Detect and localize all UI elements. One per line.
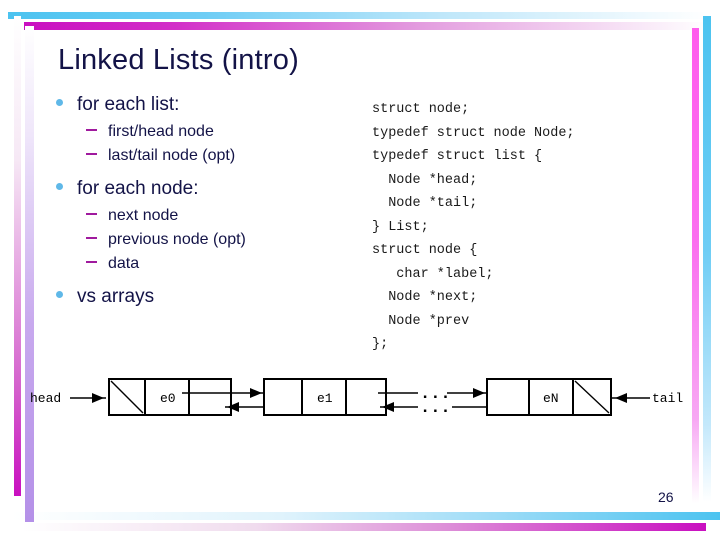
head-label: head	[30, 391, 61, 406]
node-e0-next-cell	[188, 378, 232, 416]
bullet-label: for each node:	[77, 178, 199, 199]
linked-list-diagram: head e0 e1 ... ...	[30, 378, 683, 418]
next-arrowhead-icon	[250, 388, 262, 398]
code-block: struct node; typedef struct node Node; t…	[372, 102, 575, 352]
decor-bar-right-blue	[703, 16, 711, 502]
bullet-label: next node	[108, 207, 179, 224]
bullet-item-for-each-node: for each node:	[56, 176, 356, 201]
next-arrowhead-icon	[473, 388, 485, 398]
node-eN-label: eN	[543, 391, 559, 406]
node-e0-label: e0	[160, 391, 176, 406]
bullet-item-vs-arrays: vs arrays	[56, 284, 356, 309]
bullet-dot-icon	[56, 99, 63, 106]
dash-bullet-icon	[86, 213, 97, 215]
dash-bullet-icon	[86, 129, 97, 131]
node-e0: e0	[108, 378, 232, 416]
bullet-item-first-head-node: first/head node	[56, 120, 356, 143]
node-eN-prev-cell	[486, 378, 530, 416]
ellipsis-upper: ...	[420, 385, 451, 404]
dash-bullet-icon	[86, 153, 97, 155]
node-e0-null-slash-icon	[110, 380, 144, 414]
node-eN: eN	[486, 378, 612, 416]
bullet-label: for each list:	[77, 94, 180, 115]
page-number: 26	[658, 489, 674, 505]
decor-bar-left-lilac	[25, 26, 34, 522]
dash-bullet-icon	[86, 261, 97, 263]
decor-bar-bottom-magenta	[22, 523, 706, 531]
bullet-dot-icon	[56, 291, 63, 298]
prev-arrowhead-icon	[227, 402, 239, 412]
decor-bar-top-blue	[8, 12, 708, 19]
slide-title: Linked Lists (intro)	[58, 44, 299, 76]
bullet-list: for each list: first/head node last/tail…	[56, 92, 356, 312]
bullet-item-data: data	[56, 252, 356, 275]
bullet-item-previous-node: previous node (opt)	[56, 228, 356, 251]
node-e1: e1	[263, 378, 387, 416]
bullet-label: vs arrays	[77, 286, 155, 307]
decor-bar-left-magenta	[14, 16, 21, 496]
bullet-label: first/head node	[108, 123, 214, 140]
decor-bar-top-magenta	[24, 22, 708, 30]
prev-arrowhead-icon	[382, 402, 394, 412]
node-eN-null-slash-icon	[574, 380, 610, 414]
bullet-label: last/tail node (opt)	[108, 147, 236, 164]
tail-arrowhead-icon	[615, 393, 627, 403]
ellipsis-lower: ...	[420, 399, 451, 418]
bullet-item-next-node: next node	[56, 204, 356, 227]
decor-bar-bottom-blue	[12, 512, 720, 520]
bullet-dot-icon	[56, 183, 63, 190]
tail-label: tail	[652, 391, 683, 406]
dash-bullet-icon	[86, 237, 97, 239]
node-e0-data-cell	[144, 378, 190, 416]
bullet-item-for-each-list: for each list:	[56, 92, 356, 117]
bullet-item-last-tail-node: last/tail node (opt)	[56, 144, 356, 167]
node-e1-next-cell	[345, 378, 387, 416]
node-eN-data-cell	[528, 378, 574, 416]
node-e1-prev-cell	[263, 378, 303, 416]
bullet-label: previous node (opt)	[108, 231, 246, 248]
bullet-label: data	[108, 255, 140, 272]
head-arrowhead-icon	[92, 393, 104, 403]
decor-bar-right-magenta	[692, 28, 699, 504]
node-e1-label: e1	[317, 391, 333, 406]
